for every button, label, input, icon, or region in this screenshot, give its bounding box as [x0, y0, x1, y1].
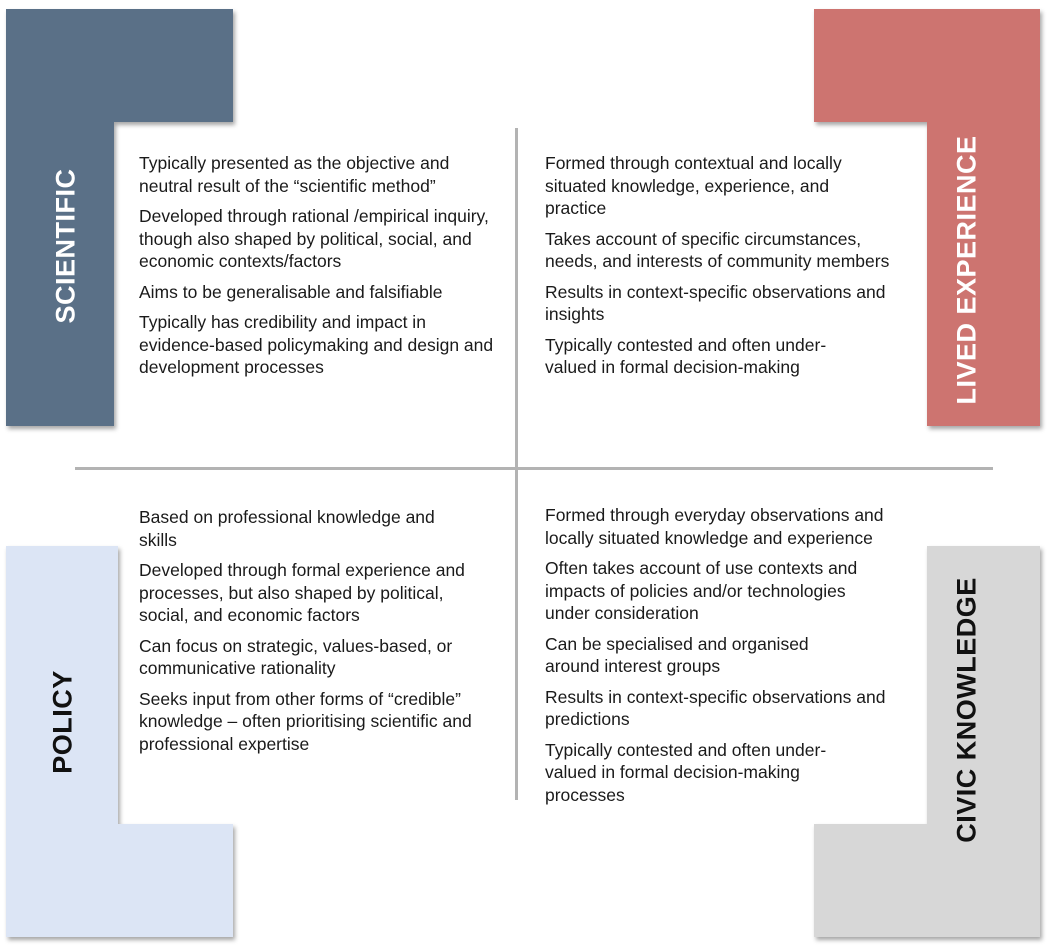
scientific-shape-path — [6, 9, 233, 426]
lived-experience-item: Results in context-specific observations… — [545, 281, 886, 325]
scientific-text: Typically presented as the objective and… — [139, 152, 501, 387]
scientific-item: Typically presented as the objective and… — [139, 153, 450, 196]
vertical-divider — [515, 128, 518, 800]
policy-item: Can focus on strategic, values-based, or… — [139, 635, 453, 679]
lived-experience-shape — [814, 9, 1042, 427]
civic-knowledge-label: CIVIC KNOWLEDGE — [951, 577, 982, 843]
lived-experience-item: Typically contested and often under-valu… — [545, 334, 827, 378]
scientific-shape — [6, 9, 234, 427]
policy-item: Developed through formal experience and … — [139, 560, 465, 625]
policy-item: Seeks input from other forms of “credibl… — [139, 688, 472, 754]
civic-knowledge-item: Formed through everyday observations and… — [545, 505, 884, 548]
scientific-item: Aims to be generalisable and falsifiable — [139, 281, 443, 302]
civic-knowledge-item: Can be specialised and organised around … — [545, 633, 809, 677]
lived-experience-item: Takes account of specific circumstances,… — [545, 228, 890, 272]
policy-item: Based on professional knowledge and skil… — [139, 507, 435, 550]
policy-shape-path — [6, 546, 233, 937]
civic-knowledge-item: Typically contested and often under-valu… — [545, 739, 827, 805]
policy-text: Based on professional knowledge and skil… — [139, 506, 484, 763]
civic-knowledge-shape — [814, 546, 1042, 938]
civic-knowledge-item: Results in context-specific observations… — [545, 686, 886, 730]
lived-experience-label: LIVED EXPERIENCE — [951, 135, 982, 405]
lived-experience-text: Formed through contextual and locally si… — [545, 152, 907, 387]
lived-experience-item: Formed through contextual and locally si… — [545, 153, 842, 218]
policy-shape — [6, 546, 234, 938]
scientific-label: SCIENTIFIC — [50, 168, 81, 324]
lived-experience-shape-path — [814, 9, 1040, 426]
civic-knowledge-shape-path — [814, 546, 1040, 937]
scientific-item: Typically has credibility and impact in … — [139, 312, 494, 377]
policy-label: POLICY — [47, 670, 78, 774]
civic-knowledge-text: Formed through everyday observations and… — [545, 504, 895, 814]
horizontal-divider — [75, 467, 993, 470]
scientific-item: Developed through rational /empirical in… — [139, 206, 489, 271]
civic-knowledge-item: Often takes account of use contexts and … — [545, 558, 858, 623]
